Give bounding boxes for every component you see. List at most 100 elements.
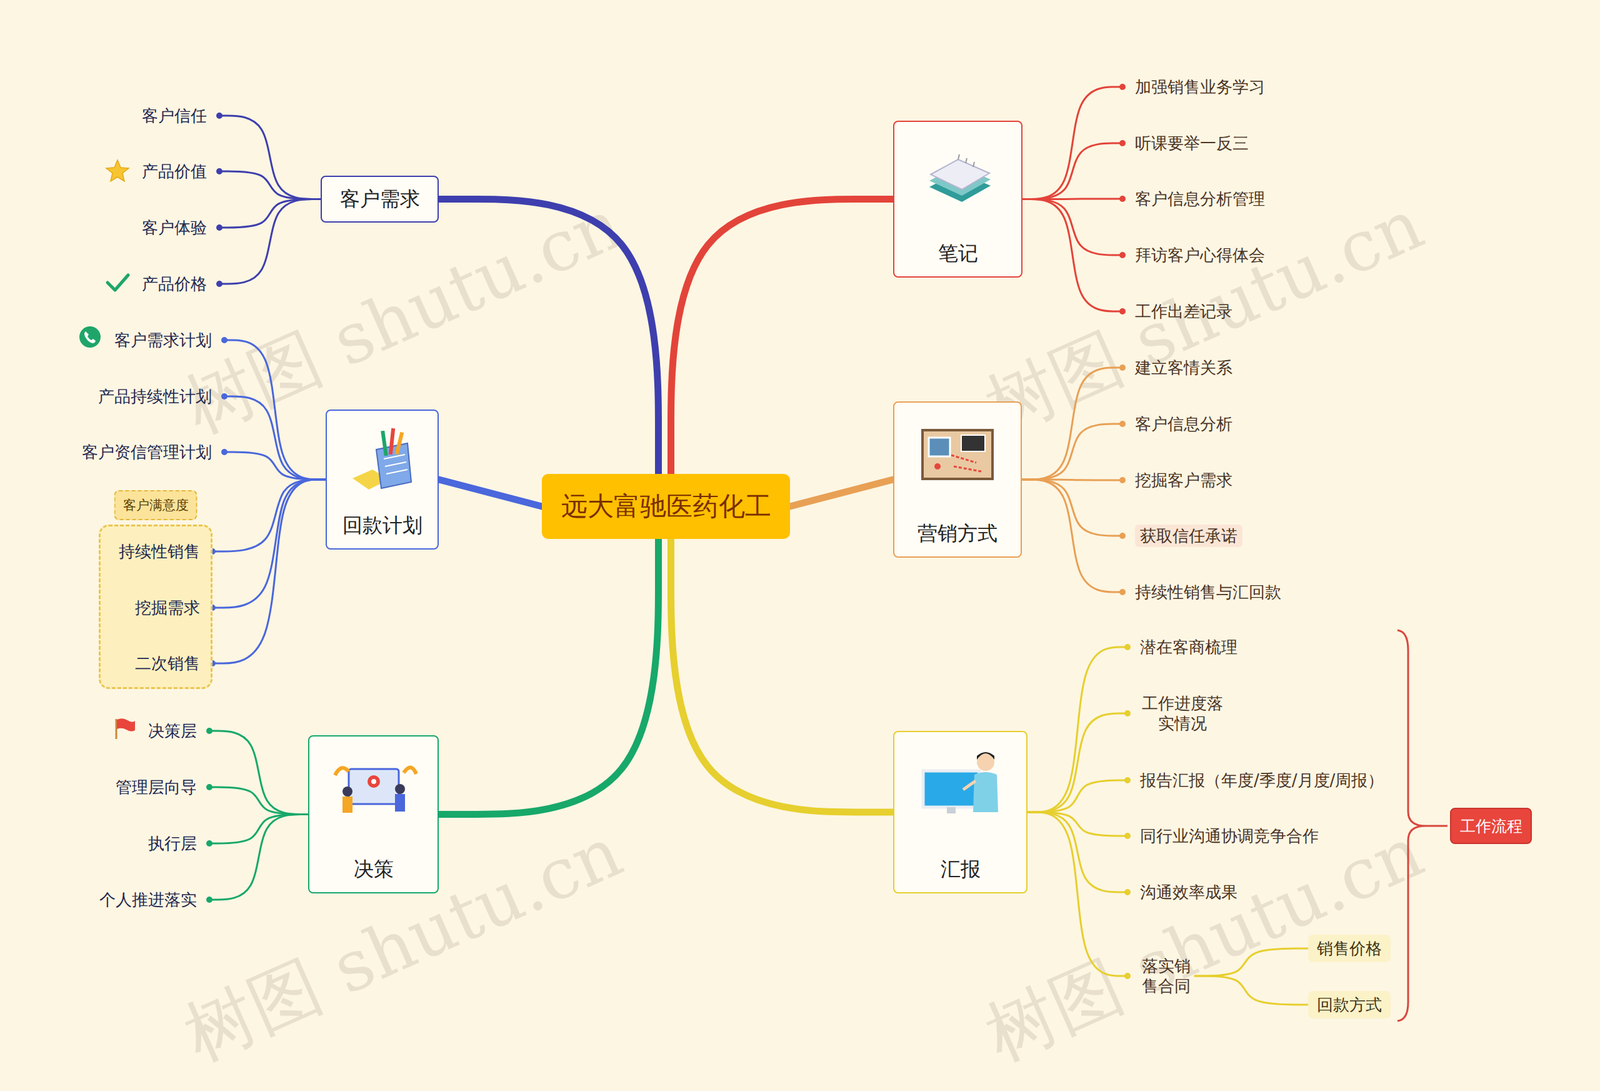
branch-line	[1027, 811, 1128, 836]
leaf-topic: 产品价值	[139, 158, 220, 185]
leaf-topic: 沟通效率成果	[1127, 879, 1240, 905]
group-heading: 客户满意度	[114, 490, 198, 520]
branch-line	[1021, 367, 1123, 480]
summary-tag: 工作流程	[1450, 807, 1532, 844]
leaf-topic: 拜访客户心得体会	[1122, 242, 1268, 269]
topic-text: 工作出差记录	[1135, 301, 1233, 322]
leaf-topic: 报告汇报（年度/季度/月度/周报）	[1127, 767, 1387, 794]
leaf-dot	[1119, 588, 1126, 595]
branch-line	[1022, 143, 1123, 200]
leaf-dot	[1119, 308, 1126, 315]
topic-text: 工作流程	[1460, 815, 1523, 837]
leaf-dot	[216, 224, 223, 231]
leaf-topic: 持续性销售与汇回款	[1122, 579, 1284, 605]
branch-line	[1027, 811, 1128, 892]
topic-text: 客户信息分析	[1135, 413, 1233, 435]
topic-text: 决策	[353, 855, 394, 892]
topic-text: 落实销 售合同	[1140, 955, 1193, 997]
topic-text: 客户信息分析管理	[1135, 188, 1265, 210]
leaf-topic: 获取信任承诺	[1122, 521, 1245, 550]
topic-text: 挖掘客户需求	[1135, 470, 1233, 491]
leaf-dot	[1124, 972, 1131, 979]
leaf-dot	[221, 448, 228, 455]
branch-line	[1021, 479, 1123, 536]
topic-text: 工作进度落 实情况	[1140, 693, 1225, 734]
branch-line	[219, 199, 321, 285]
branch-line	[209, 786, 309, 815]
main-branch	[671, 199, 894, 475]
leaf-dot	[1124, 710, 1131, 717]
topic-text: 沟通效率成果	[1140, 881, 1238, 903]
topic-text: 客户需求计划	[114, 330, 212, 351]
leaf-topic: 工作进度落 实情况	[1127, 690, 1228, 737]
branch-line	[1022, 199, 1123, 256]
summary-bracket	[1397, 630, 1426, 1021]
leaf-dot	[1124, 832, 1131, 839]
branch-line	[209, 814, 309, 900]
topic-text: 客户信任	[141, 105, 207, 127]
branch-box: 决策	[308, 735, 439, 894]
central-topic: 远大富驰医药化工	[541, 473, 790, 539]
topic-text: 销售价格	[1316, 938, 1382, 959]
leaf-topic: 客户体验	[139, 215, 220, 241]
topic-text: 报告汇报（年度/季度/月度/周报）	[1140, 770, 1384, 791]
main-branch	[671, 538, 894, 812]
branch-icon	[913, 416, 1002, 492]
topic-text: 营销方式	[917, 520, 998, 557]
topic-text: 管理层向导	[115, 776, 197, 798]
branch-line	[219, 171, 321, 200]
topic-text: 产品持续性计划	[98, 386, 212, 407]
leaf-topic: 执行层	[145, 830, 210, 857]
topic-text: 客户需求	[340, 185, 420, 214]
leaf-topic: 建立客情关系	[1122, 355, 1235, 381]
branch-line	[209, 730, 309, 815]
topic-text: 执行层	[148, 833, 197, 854]
topic-text: 持续性销售与汇回款	[1135, 581, 1282, 603]
topic-text: 获取信任承诺	[1135, 524, 1243, 548]
leaf-dot	[1124, 776, 1131, 784]
leaf-dot	[1119, 195, 1126, 202]
leaf-dot	[1119, 532, 1126, 539]
leaf-topic: 落实销 售合同	[1127, 953, 1195, 999]
branch-line	[1021, 423, 1123, 480]
branch-box: 汇报	[893, 730, 1028, 894]
leaf-topic: 管理层向导	[113, 774, 210, 800]
topic-text: 笔记	[938, 240, 979, 277]
leaf-dot	[206, 896, 213, 903]
leaf-dot	[216, 112, 223, 119]
branch-line	[212, 479, 326, 552]
leaf-topic: 挖掘需求	[132, 595, 213, 621]
leaf-dot	[221, 336, 228, 344]
topic-text: 二次销售	[135, 653, 200, 674]
branch-line	[212, 479, 326, 664]
leaf-topic: 潜在客商梳理	[1127, 634, 1240, 660]
leaf-dot	[216, 280, 223, 287]
leaf-dot	[1119, 140, 1126, 147]
leaf-dot	[216, 168, 223, 175]
branch-line	[219, 199, 321, 229]
branch-line	[1027, 811, 1128, 976]
leaf-dot	[206, 840, 213, 847]
topic-text: 客户体验	[141, 217, 207, 239]
leaf-dot	[206, 783, 213, 790]
leaf-dot	[1119, 251, 1126, 259]
branch-icon	[914, 135, 1002, 211]
topic-text: 同行业沟通协调竞争合作	[1140, 825, 1319, 847]
leaf-topic: 产品持续性计划	[95, 383, 225, 410]
sub-topic-tag: 回款方式	[1308, 990, 1391, 1019]
leaf-topic: 挖掘客户需求	[1122, 467, 1235, 494]
dashed-group: 客户满意度持续性销售挖掘需求二次销售	[98, 490, 213, 689]
topic-text: 汇报	[940, 855, 981, 892]
topic-text: 产品价值	[141, 161, 207, 182]
topic-text: 听课要举一反三	[1135, 133, 1249, 154]
leaf-dot	[1119, 364, 1126, 371]
leaf-dot	[206, 727, 213, 734]
topic-text: 回款方式	[1316, 994, 1382, 1015]
branch-line	[1027, 780, 1128, 812]
leaf-topic: 个人推进落实	[96, 886, 210, 913]
topic-text: 潜在客商梳理	[1140, 636, 1238, 658]
main-branch	[438, 199, 659, 475]
main-branch	[438, 538, 659, 815]
